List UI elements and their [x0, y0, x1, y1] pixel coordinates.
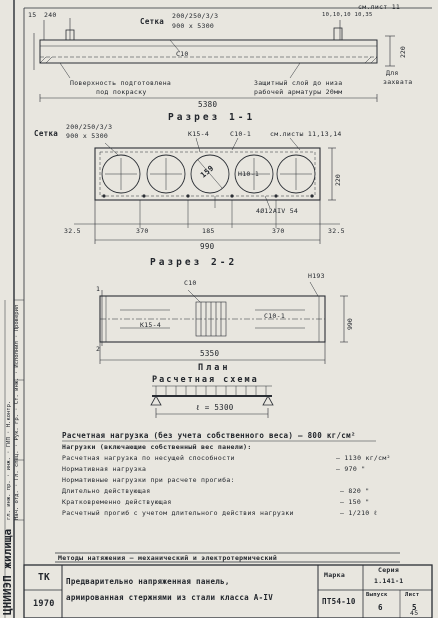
- stamp-mark: ПТ54-10: [322, 597, 356, 606]
- note-cover: Защитный слой до низа: [254, 79, 343, 87]
- loads-l7-label: Кратковременно действующая: [62, 498, 172, 506]
- s1-height: 220: [334, 174, 342, 186]
- s1-dim-right: 32.5: [328, 227, 345, 235]
- side-stamp-text: Нач. отд. · Гл. спец. · Рук. гр. · Ст. и…: [14, 304, 20, 520]
- s1-k15: К15-4: [188, 130, 210, 138]
- loads-line-2: Нагрузки (включающие собственный вес пан…: [62, 443, 252, 451]
- s1-mesh-spec: 200/250/3/3: [66, 123, 113, 131]
- loads-l5-label: Нормативные нагрузки при расчете прогиба…: [62, 476, 235, 484]
- scheme-span: ℓ = 5300: [196, 403, 234, 412]
- side-stamp-text-2: гл. инж. пр. · инж. · ГИП · Н.контр.: [6, 400, 12, 520]
- stamp-sheet-label: Лист: [405, 592, 420, 598]
- top-height: 220: [399, 46, 407, 58]
- s1-dim-2: 185: [202, 227, 215, 235]
- loads-l3-label: Расчетная нагрузка по несущей способност…: [62, 454, 235, 462]
- note-pad-2: захвата: [383, 78, 413, 86]
- s2-width-right: 990: [346, 318, 354, 330]
- s1-sheet-refs: см.листы 11,13,14: [270, 130, 342, 138]
- section-1-title: Разрез 1-1: [168, 112, 256, 123]
- s1-dim-1: 370: [136, 227, 149, 235]
- org-name: ЦНИИЭП жилища: [1, 528, 14, 615]
- stamp-tk: ТК: [38, 572, 51, 583]
- s1-rebar: 4Ø12АIV 54: [256, 207, 299, 215]
- note-surface-2: под покраску: [96, 88, 147, 96]
- stamp-title-1: Предварительно напряженная панель,: [66, 577, 230, 586]
- stamp-issue-label: Выпуск: [366, 592, 388, 598]
- plan-title: План: [198, 363, 231, 373]
- top-mesh-label: Сетка: [140, 17, 165, 26]
- stamp-series-label: Серия: [378, 566, 400, 574]
- s2-k15: К15-4: [140, 321, 162, 329]
- top-bar-c10: С10: [176, 50, 189, 58]
- loads-l4-value: – 970 ": [336, 465, 366, 473]
- top-sheet-ref: см.лист 11: [358, 3, 401, 11]
- s1-mesh-label: Сетка: [34, 129, 59, 138]
- s1-dim-left: 32.5: [64, 227, 81, 235]
- stamp-year: 1970: [33, 599, 55, 609]
- corner-dim: 240: [44, 11, 57, 19]
- stamp-issue: 6: [378, 603, 383, 612]
- s2-c10: С10: [184, 279, 197, 287]
- note-surface: Поверхность подготовлена: [70, 79, 172, 87]
- s1-width: 990: [200, 242, 215, 251]
- s2-c10-1: С10-1: [264, 312, 286, 320]
- loads-l3-value: – 1130 кг/см²: [336, 454, 391, 462]
- loads-l8-label: Расчетный прогиб с учетом длительного де…: [62, 509, 294, 517]
- loads-l6-value: – 820 ": [340, 487, 370, 495]
- s2-length: 5350: [200, 349, 220, 358]
- stamp-mark-label: Марка: [324, 571, 346, 579]
- scheme-title: Расчетная схема: [152, 375, 259, 385]
- loads-line-1: Расчетная нагрузка (без учета собственно…: [62, 431, 356, 440]
- note-cover-2: рабочей арматуры 20мм: [254, 88, 343, 96]
- s1-dim-3: 370: [272, 227, 285, 235]
- top-mesh-size: 900 х 5300: [172, 22, 215, 30]
- s2-label-1: 1: [96, 285, 101, 293]
- top-length: 5380: [198, 100, 218, 109]
- corner-left: 15: [28, 11, 37, 19]
- s2-label-2: 2: [96, 345, 101, 353]
- stamp-series: 1.141-1: [374, 577, 404, 585]
- loads-l4-label: Нормативная нагрузка: [62, 465, 147, 473]
- stamp-sheet: 5: [412, 603, 417, 612]
- s1-h10: Н10-1: [238, 170, 260, 178]
- loads-l8-value: – 1/210 ℓ: [340, 509, 378, 517]
- s1-mesh-size: 900 х 5300: [66, 132, 109, 140]
- loads-l7-value: – 150 ": [340, 498, 370, 506]
- top-dims-right: 10,10,10 10,35: [322, 12, 373, 18]
- s1-c10: С10-1: [230, 130, 252, 138]
- section-2-title: Разрез 2-2: [150, 257, 238, 268]
- stamp-bottom-num: 45: [410, 609, 419, 617]
- s2-h193: Н193: [308, 272, 325, 280]
- stamp-title-2: армированная стержнями из стали класса А…: [66, 593, 274, 602]
- top-mesh-spec: 200/250/3/3: [172, 12, 219, 20]
- loads-l6-label: Длительно действующая: [62, 487, 151, 495]
- note-pad: Для: [386, 69, 399, 77]
- method-note: Методы натяжения – механический и электр…: [58, 554, 278, 562]
